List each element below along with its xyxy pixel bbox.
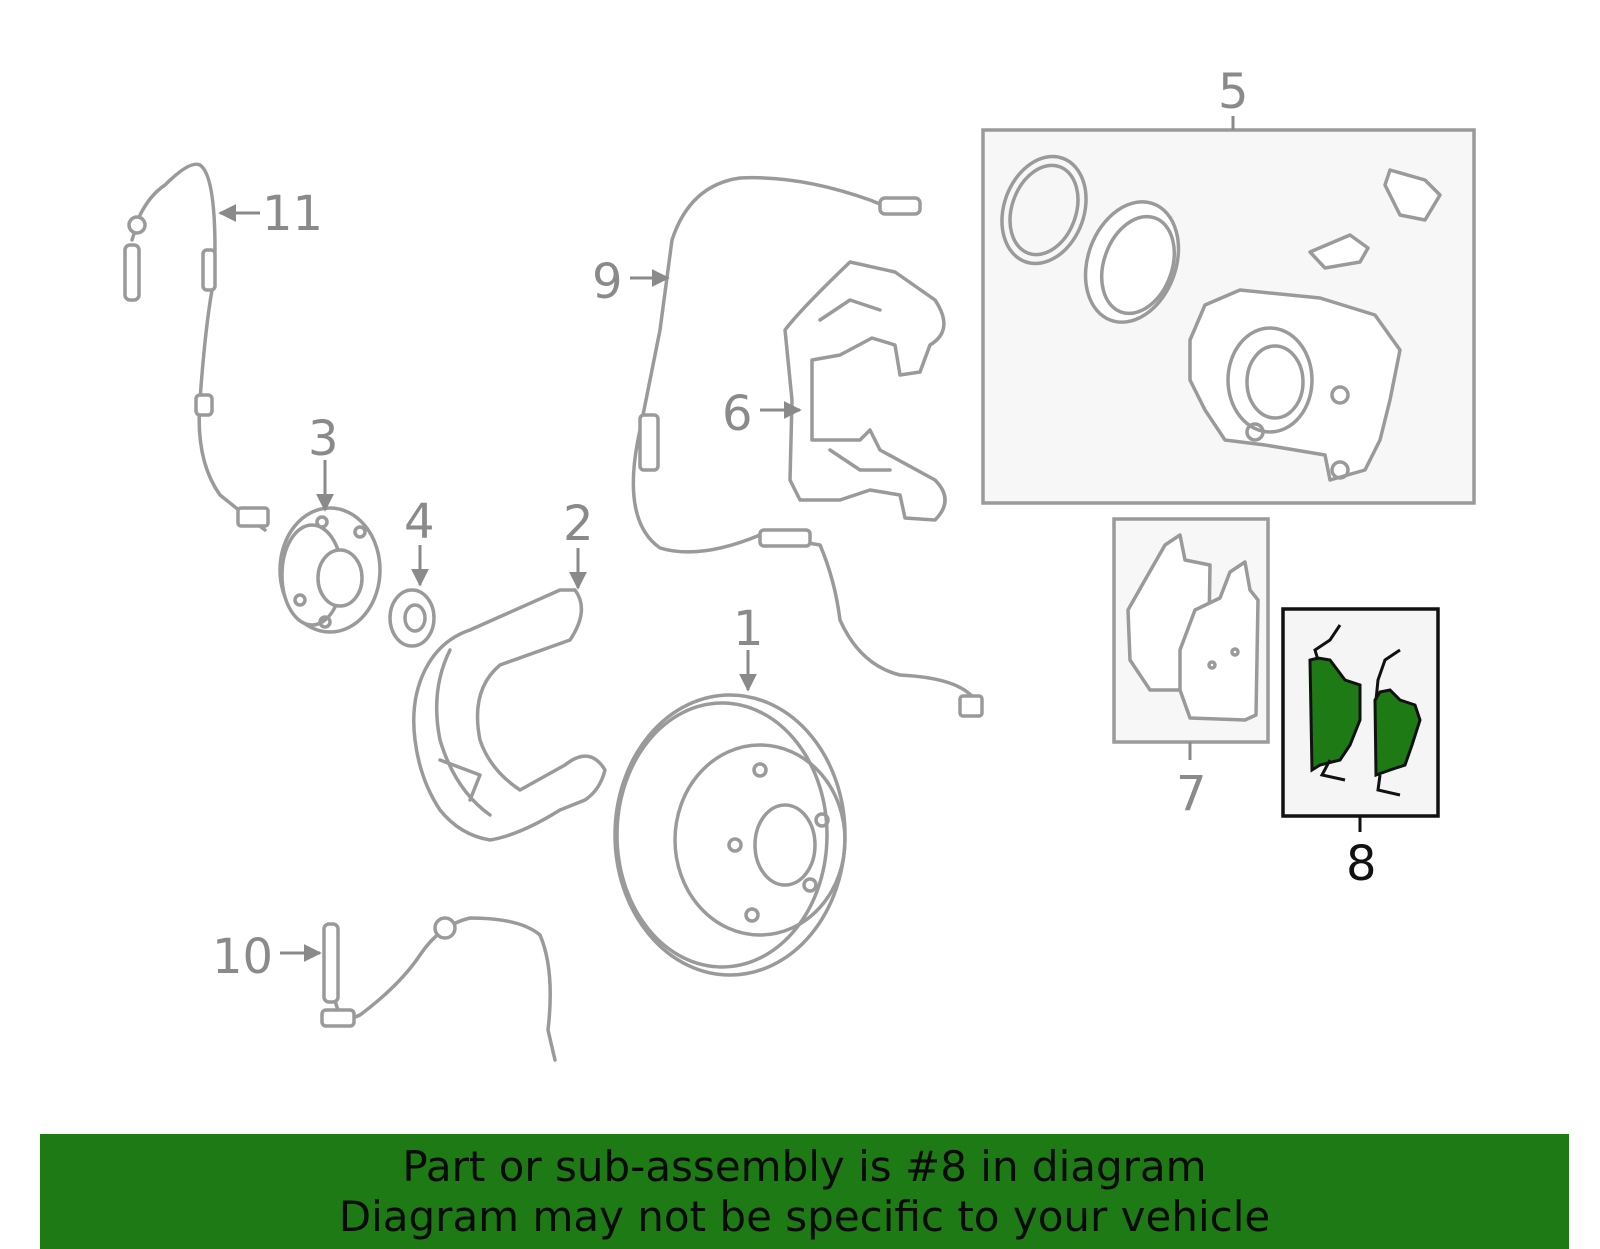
part-3-hub[interactable] xyxy=(278,506,382,634)
part-9-wear-sensor-wire[interactable] xyxy=(631,175,984,718)
part-10-sensor-wire[interactable] xyxy=(320,916,557,1062)
callout-7: 7 xyxy=(1176,766,1207,822)
part-8-pad-hardware-kit[interactable] xyxy=(1281,607,1440,818)
part-4-nut[interactable] xyxy=(388,588,436,648)
part-5-caliper-assembly[interactable] xyxy=(981,128,1476,505)
part-7-brake-pads[interactable] xyxy=(1112,517,1270,744)
callout-10: 10 xyxy=(212,929,273,985)
callout-8: 8 xyxy=(1346,836,1377,892)
callout-11: 11 xyxy=(262,186,323,242)
banner-line-1: Part or sub-assembly is #8 in diagram xyxy=(402,1142,1207,1191)
info-banner: Part or sub-assembly is #8 in diagram Di… xyxy=(40,1134,1569,1249)
callout-5: 5 xyxy=(1218,64,1249,120)
callout-1: 1 xyxy=(733,601,764,657)
part-2-splash-shield[interactable] xyxy=(412,588,607,842)
callout-4: 4 xyxy=(404,494,435,550)
callout-3: 3 xyxy=(308,411,339,467)
part-1-brake-disc[interactable] xyxy=(613,693,847,977)
callout-6: 6 xyxy=(722,386,753,442)
part-6-caliper-carrier[interactable] xyxy=(783,260,947,522)
part-11-speed-sensor-wire[interactable] xyxy=(123,162,270,532)
banner-line-2: Diagram may not be specific to your vehi… xyxy=(338,1192,1271,1241)
callout-2: 2 xyxy=(563,496,594,552)
callout-9: 9 xyxy=(592,254,623,310)
